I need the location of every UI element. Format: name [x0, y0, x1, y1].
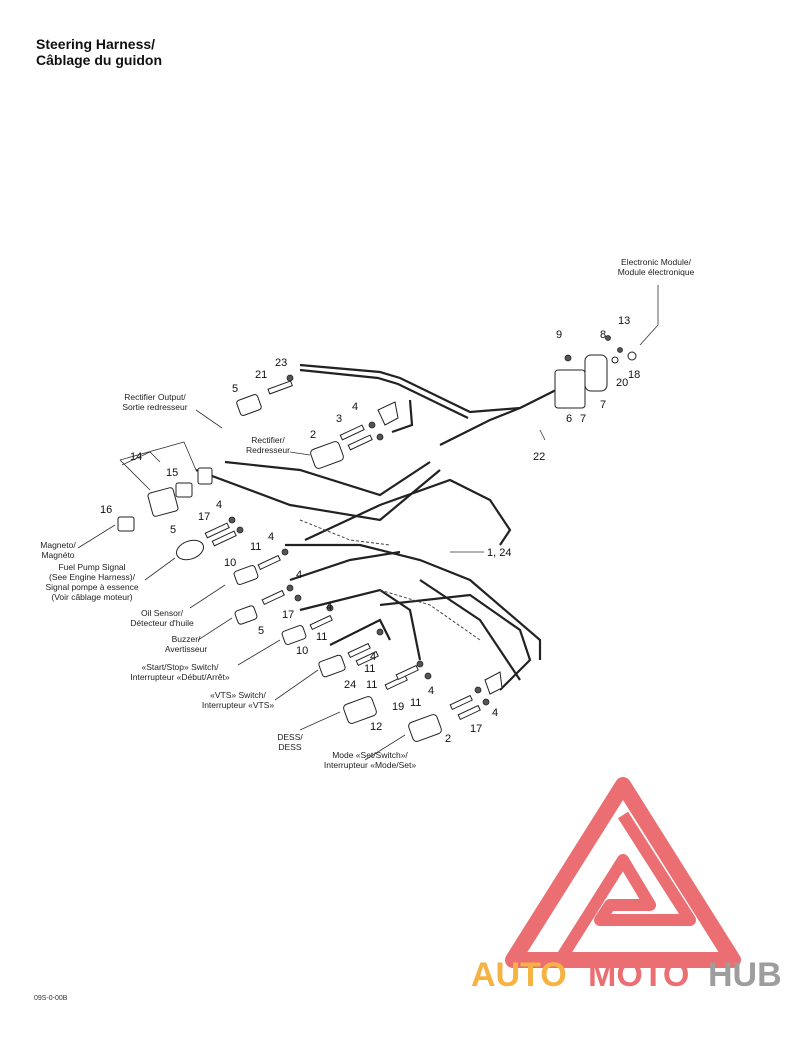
label-magneto-fr: Magnéto — [41, 550, 74, 560]
callout-17a: 17 — [198, 511, 210, 523]
callout-11d: 11 — [366, 679, 377, 691]
callout-4a: 4 — [352, 401, 358, 413]
label-rectifier-output-en: Rectifier Output/ — [124, 392, 186, 402]
callout-5a: 5 — [232, 383, 238, 395]
callout-4d: 4 — [296, 569, 302, 581]
label-electronic-module-fr: Module électronique — [618, 267, 695, 277]
callout-23: 23 — [275, 357, 287, 369]
label-rectifier-en: Rectifier/ — [251, 435, 285, 445]
callout-13: 13 — [618, 315, 630, 327]
callout-15: 15 — [166, 467, 178, 479]
callout-2b: 2 — [445, 733, 451, 745]
watermark-auto: AUTO — [471, 956, 567, 994]
watermark-triangle-icon — [505, 777, 741, 968]
automotohub-watermark: AUTO MOTO HUB — [471, 777, 782, 994]
callout-10a: 10 — [224, 557, 236, 569]
label-buzzer-en: Buzzer/ — [172, 634, 201, 644]
callout-12: 12 — [370, 721, 382, 733]
callout-14: 14 — [130, 451, 142, 463]
callout-2a: 2 — [310, 429, 316, 441]
callout-numbers: 9 8 13 20 18 7 6 7 22 23 21 5 3 4 2 14 1… — [100, 315, 640, 745]
callout-1-24: 1, 24 — [487, 547, 511, 559]
callout-11a: 11 — [250, 541, 261, 553]
label-dess-2: DESS — [278, 742, 301, 752]
label-vts-en: «VTS» Switch/ — [210, 690, 266, 700]
label-rectifier-fr: Redresseur — [246, 445, 290, 455]
callout-4e: 4 — [326, 601, 332, 613]
callout-20: 20 — [616, 377, 628, 389]
callout-19: 19 — [392, 701, 404, 713]
label-buzzer-fr: Avertisseur — [165, 644, 208, 654]
label-oil-sensor-fr: Détecteur d'huile — [130, 618, 194, 628]
page-title: Steering Harness/ Câblage du guidon — [36, 36, 162, 68]
callout-22: 22 — [533, 451, 545, 463]
callout-21: 21 — [255, 369, 267, 381]
leader-lines — [77, 285, 659, 761]
label-fuel-pump-4: (Voir câblage moteur) — [51, 592, 132, 602]
callout-4g: 4 — [428, 685, 434, 697]
callout-17c: 17 — [470, 723, 482, 735]
electronic-module-connector-7 — [584, 354, 608, 392]
callout-8: 8 — [600, 329, 606, 341]
label-start-stop-en: «Start/Stop» Switch/ — [141, 662, 219, 672]
callout-4c: 4 — [268, 531, 274, 543]
watermark-hub: HUB — [708, 956, 782, 994]
electronic-module-connector-6 — [554, 369, 586, 409]
callout-16: 16 — [100, 504, 112, 516]
label-rectifier-output-fr: Sortie redresseur — [122, 402, 187, 412]
label-fuel-pump-3: Signal pompe à essence — [45, 582, 138, 592]
callout-6: 6 — [566, 413, 572, 425]
callout-24: 24 — [344, 679, 356, 691]
callout-7b: 7 — [580, 413, 586, 425]
title-line-fr: Câblage du guidon — [36, 52, 162, 68]
connector-parts — [117, 374, 503, 742]
callout-11c: 11 — [364, 663, 375, 675]
callout-11e: 11 — [410, 697, 421, 709]
electronic-module-group — [539, 335, 637, 441]
label-fuel-pump-1: Fuel Pump Signal — [58, 562, 125, 572]
label-electronic-module-en: Electronic Module/ — [621, 257, 692, 267]
callout-10b: 10 — [296, 645, 308, 657]
callout-4f: 4 — [370, 651, 376, 663]
callout-4h: 4 — [492, 707, 498, 719]
callout-3: 3 — [336, 413, 342, 425]
callout-17b: 17 — [282, 609, 294, 621]
harness-wires — [195, 363, 561, 691]
label-magneto-en: Magneto/ — [40, 540, 76, 550]
label-start-stop-fr: Interrupteur «Début/Arrêt» — [130, 672, 229, 682]
label-fuel-pump-2: (See Engine Harness)/ — [49, 572, 136, 582]
label-vts-fr: Interrupteur «VTS» — [202, 700, 275, 710]
component-labels: Electronic Module/ Module électronique R… — [40, 257, 694, 770]
callout-9: 9 — [556, 329, 562, 341]
label-mode-set-fr: Interrupteur «Mode/Set» — [324, 760, 416, 770]
callout-5c: 5 — [258, 625, 264, 637]
callout-5b: 5 — [170, 524, 176, 536]
callout-18: 18 — [628, 369, 640, 381]
callout-11b: 11 — [316, 631, 327, 643]
watermark-moto: MOTO — [588, 956, 689, 994]
title-line-en: Steering Harness/ — [36, 36, 156, 52]
label-oil-sensor-en: Oil Sensor/ — [141, 608, 184, 618]
callout-7a: 7 — [600, 399, 606, 411]
label-dess-1: DESS/ — [277, 732, 303, 742]
callout-4b: 4 — [216, 499, 222, 511]
footer-code: 09S-0-00B — [34, 995, 68, 1002]
label-mode-set-en: Mode «Set/Switch»/ — [332, 750, 408, 760]
